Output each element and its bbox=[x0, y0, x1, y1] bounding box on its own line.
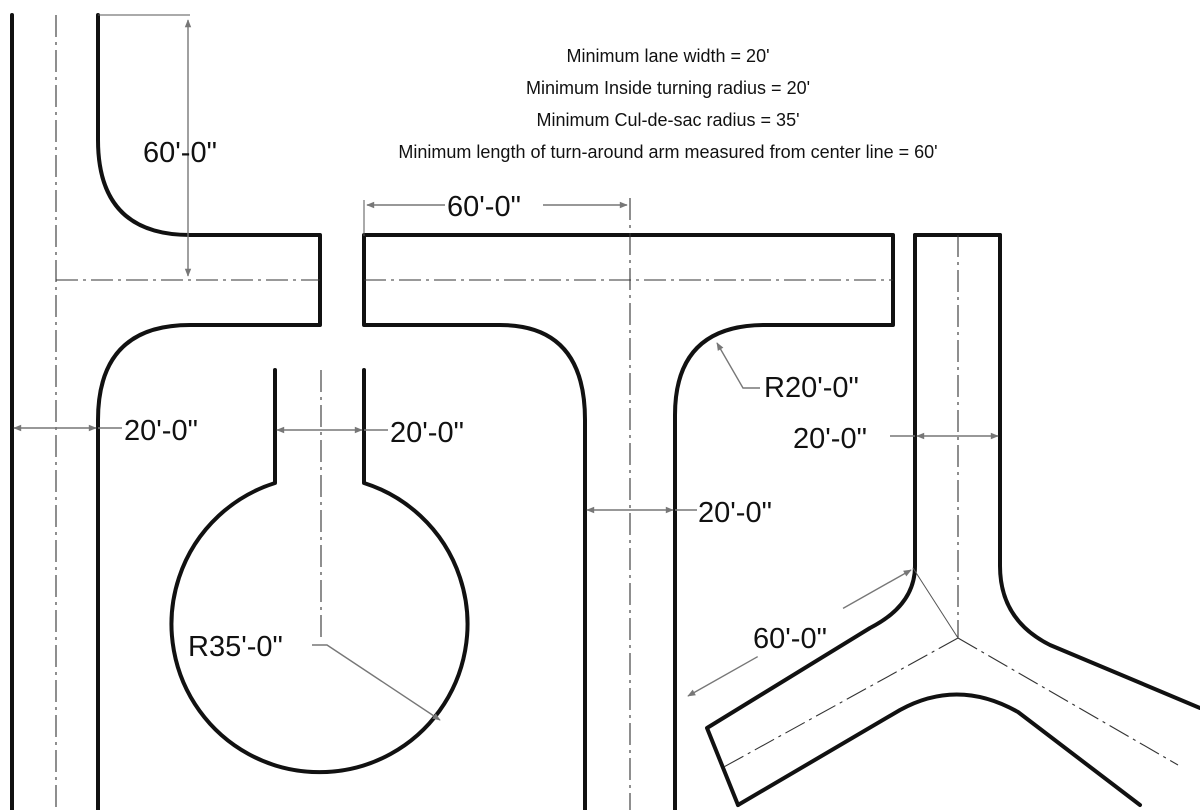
note-culdesac-radius: Minimum Cul-de-sac radius = 35' bbox=[536, 110, 799, 130]
culdesac-radius-label: R35'-0" bbox=[188, 631, 283, 663]
hammerhead-upper-edge bbox=[96, 13, 322, 810]
culdesac-outline bbox=[169, 368, 470, 775]
wye-turnaround: 20'-0" 60'-0" bbox=[687, 233, 1200, 807]
note-arm-length: Minimum length of turn-around arm measur… bbox=[398, 142, 937, 162]
tee-width-label: 20'-0" bbox=[698, 497, 772, 529]
wye-arm-extension bbox=[912, 567, 959, 639]
culdesac-turnaround: 20'-0" R35'-0" bbox=[169, 368, 470, 775]
wye-arm-label-mask bbox=[750, 596, 852, 671]
wye-center-line-right bbox=[957, 637, 1179, 766]
tee-outline bbox=[362, 233, 895, 810]
culdesac-width-label: 20'-0" bbox=[390, 417, 464, 449]
hammerhead-arm-dimension-label: 60'-0" bbox=[143, 137, 217, 169]
tee-arm-label-mask bbox=[445, 188, 543, 218]
note-turning-radius: Minimum Inside turning radius = 20' bbox=[526, 78, 810, 98]
wye-right-outline bbox=[998, 233, 1200, 710]
wye-arm-dimension-label: 60'-0" bbox=[753, 623, 827, 655]
culdesac-radius-leader bbox=[312, 644, 441, 721]
tee-radius-leader bbox=[716, 342, 760, 389]
wye-inner-outline bbox=[736, 692, 1142, 807]
hammerhead-turnaround: 60'-0" 20'-0" bbox=[10, 13, 322, 810]
design-notes: Minimum lane width = 20' Minimum Inside … bbox=[398, 46, 937, 162]
tee-arm-dimension-label: 60'-0" bbox=[447, 191, 521, 223]
note-lane-width: Minimum lane width = 20' bbox=[566, 46, 769, 66]
tee-radius-label: R20'-0" bbox=[764, 372, 859, 404]
wye-center-line-left bbox=[721, 637, 959, 769]
tee-turnaround: 60'-0" R20'-0" 20'-0" bbox=[362, 188, 895, 810]
hammerhead-width-label: 20'-0" bbox=[124, 415, 198, 447]
wye-width-label: 20'-0" bbox=[793, 423, 867, 455]
